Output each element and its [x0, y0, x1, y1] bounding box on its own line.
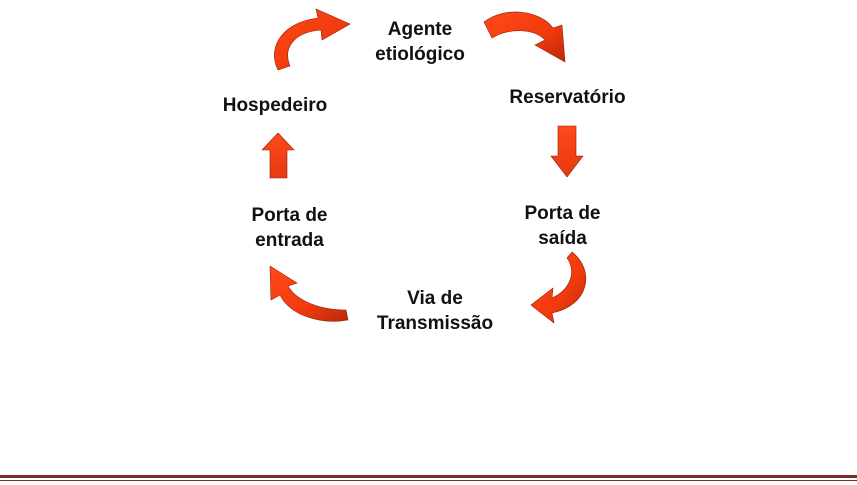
- node-via-line1: Via de: [360, 286, 510, 311]
- node-reservatorio-line1: Reservatório: [495, 85, 640, 110]
- curved-arrow-agente-reservatorio: [484, 12, 565, 62]
- arrow-down-reservatorio-saida: [551, 126, 583, 177]
- node-agente-line2: etiológico: [360, 42, 480, 67]
- node-saida-line2: saída: [505, 226, 620, 251]
- node-saida-line1: Porta de: [505, 201, 620, 226]
- node-agente-etiologico: Agente etiológico: [360, 17, 480, 67]
- footer-divider-thin: [0, 480, 857, 481]
- footer-divider-thick: [0, 475, 857, 478]
- node-hospedeiro: Hospedeiro: [205, 93, 345, 118]
- node-porta-de-saida: Porta de saída: [505, 201, 620, 251]
- node-hospedeiro-line1: Hospedeiro: [205, 93, 345, 118]
- curved-arrow-hospedeiro-agente: [274, 9, 350, 70]
- arrow-up-entrada-hospedeiro: [262, 133, 294, 178]
- node-porta-de-entrada: Porta de entrada: [232, 203, 347, 253]
- curved-arrow-saida-via: [531, 252, 586, 323]
- node-entrada-line2: entrada: [232, 228, 347, 253]
- node-via-line2: Transmissão: [360, 311, 510, 336]
- node-reservatorio: Reservatório: [495, 85, 640, 110]
- node-agente-line1: Agente: [360, 17, 480, 42]
- curved-arrow-via-entrada: [270, 266, 348, 321]
- node-via-de-transmissao: Via de Transmissão: [360, 286, 510, 336]
- node-entrada-line1: Porta de: [232, 203, 347, 228]
